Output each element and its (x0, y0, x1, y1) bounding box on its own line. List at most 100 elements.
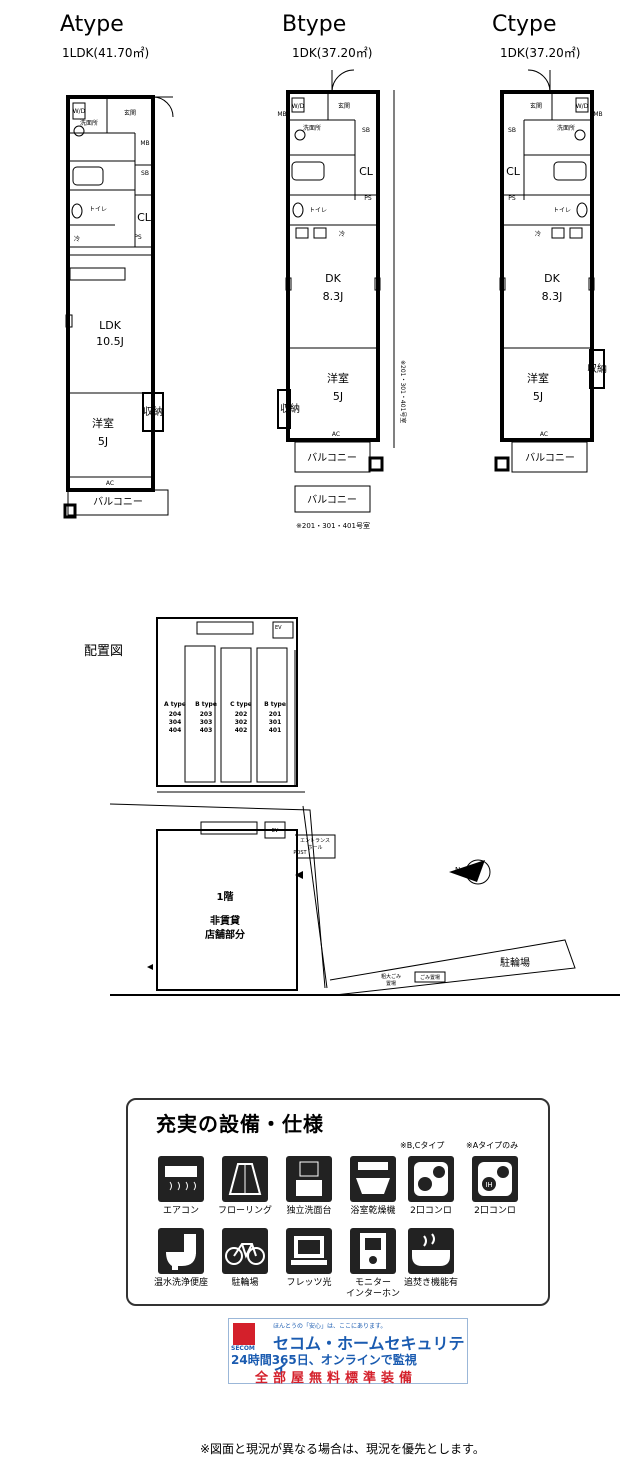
ctype-wd-label: W/D (576, 103, 589, 110)
unit-b1-room-1: 203 (200, 711, 213, 718)
ctype-title: Ctype (492, 12, 557, 37)
equip-label-bath-dryer: 浴室乾燥機 (350, 1206, 396, 1216)
btype-ps-label: PS (364, 195, 372, 202)
ctype-area: 1DK(37.20㎡) (500, 46, 581, 60)
secom-logo: SECOM (231, 1345, 255, 1352)
ctype-shuno-label: 収納 (587, 362, 607, 375)
equip-label-intercom: モニター インターホン (338, 1278, 408, 1300)
equipment-title: 充実の設備・仕様 (156, 1112, 324, 1136)
secom-banner: SECOM ほんとうの「安心」は、ここにあります。 セコム・ホームセキュリティ … (228, 1318, 468, 1386)
btype-ac-label: AC (332, 431, 340, 438)
aircon-icon (158, 1156, 204, 1202)
entrance-label-2: ホール (307, 845, 322, 851)
atype-ac-label: AC (106, 480, 114, 487)
unit-a-room-3: 404 (169, 727, 182, 734)
unit-c-type: C type (230, 701, 252, 708)
btype-title: Btype (282, 12, 347, 37)
btype-cl-label: CL (359, 165, 374, 178)
secom-subtitle: 24時間365日、オンラインで監視 (231, 1353, 417, 1367)
north-arrow-label: N (455, 866, 460, 874)
ih-label: IH (485, 1181, 492, 1189)
entrance-label-1: エントランス (300, 838, 330, 844)
large-garbage-label-1: 粗大ごみ (381, 973, 401, 980)
equip-label-aircon: エアコン (162, 1206, 199, 1216)
btype-dk-label: DK (325, 272, 341, 285)
unit-a-type: A type (164, 701, 186, 708)
atype-ldk-size: 10.5J (96, 335, 124, 348)
unit-b2-room-3: 401 (269, 727, 282, 734)
floor1-label: 1階 (217, 890, 234, 903)
ctype-dk-label: DK (544, 272, 560, 285)
stove-2-icon (408, 1156, 454, 1202)
ctype-yoshitsu-label: 洋室 (527, 371, 549, 385)
atype-title: Atype (60, 12, 124, 37)
atype-yoshitsu-label: 洋室 (92, 416, 114, 430)
btype-yoshitsu-label: 洋室 (327, 371, 349, 385)
btype-reizo-label: 冷 (339, 230, 345, 238)
equip-label-fiber: フレッツ光 (286, 1278, 332, 1288)
atype-shuno-label: 収納 (143, 405, 163, 418)
btype-toilet-label: トイレ (309, 207, 327, 214)
equip-label-bicycle: 駐輪場 (231, 1278, 259, 1288)
garbage-label: ごみ置場 (420, 974, 440, 981)
ctype-dk-size: 8.3J (542, 290, 563, 303)
btype-note-bottom: ※201・301・401号室 (296, 521, 370, 530)
reheat-bath-icon (408, 1228, 454, 1274)
equipment-panel: 充実の設備・仕様 ※B,Cタイプ ※Aタイプのみ IH エアコン フローリング … (126, 1098, 550, 1306)
secom-logo-mark (233, 1323, 255, 1345)
footer-disclaimer: ※図面と現況が異なる場合は、現況を優先とします。 (200, 1442, 485, 1456)
bicycle-icon (222, 1228, 268, 1274)
unit-b1-type: B type (195, 701, 217, 708)
bath-dryer-icon (350, 1156, 396, 1202)
bike-parking-label: 駐輪場 (500, 956, 530, 969)
ctype-reizo-label: 冷 (535, 230, 541, 238)
ctype-ps-label: PS (508, 195, 516, 202)
secom-tagline: ほんとうの「安心」は、ここにあります。 (273, 1323, 387, 1330)
unit-c-room-2: 302 (235, 719, 248, 726)
unit-a-room-1: 204 (169, 711, 182, 718)
unit-a-room-2: 304 (169, 719, 182, 726)
equip-label-flooring: フローリング (217, 1206, 272, 1216)
atype-senmen-label: 洗面所 (80, 119, 98, 127)
unit-b2-room-2: 301 (269, 719, 282, 726)
btype-balcony-label: バルコニー (307, 452, 357, 464)
secom-standard: 全部屋無料標準装備 (255, 1371, 418, 1386)
note-a-type: ※Aタイプのみ (466, 1141, 519, 1150)
btype-yoshitsu-size: 5J (333, 390, 343, 403)
post-label: POST (293, 850, 307, 856)
ctype-toilet-label: トイレ (553, 207, 571, 214)
equip-label-intercom-line2: インターホン (345, 1289, 400, 1299)
atype-toilet-label: トイレ (89, 206, 107, 213)
ctype-mb-label: MB (593, 111, 602, 118)
washlet-icon (158, 1228, 204, 1274)
store-label-1: 非賃貸 (210, 914, 240, 927)
unit-b2-room-1: 201 (269, 711, 282, 718)
atype-cl-label: CL (137, 211, 152, 224)
btype-sb-label: SB (362, 127, 370, 134)
unit-b1-room-2: 303 (200, 719, 213, 726)
ctype-cl-label: CL (506, 165, 521, 178)
btype-dk-size: 8.3J (323, 290, 344, 303)
unit-b1-room-3: 403 (200, 727, 213, 734)
atype-floorplan: 玄関 洗面所 MB SB トイレ PS W/D 冷 AC CL LDK 10.5… (63, 95, 174, 519)
btype-floorplan: 玄関 洗面所 MB SB トイレ PS W/D 冷 AC CL DK 8.3J … (277, 69, 407, 530)
equip-label-stove-a: 2口コンロ (474, 1206, 516, 1216)
btype-note-vertical: ※201・301・401号室 (399, 360, 407, 423)
btype-balcony-label-2: バルコニー (307, 494, 357, 506)
equip-label-washlet: 温水洗浄便座 (153, 1278, 208, 1288)
btype-wd-label: W/D (292, 103, 305, 110)
btype-genkan-label: 玄関 (338, 102, 350, 110)
site-plan: N EV A type 204 304 404 B type 203 303 4… (109, 617, 620, 996)
ctype-balcony-label: バルコニー (525, 452, 575, 464)
equip-label-intercom-line1: モニター (354, 1278, 391, 1288)
intercom-icon (350, 1228, 396, 1274)
atype-genkan-label: 玄関 (124, 109, 136, 117)
site-plan-title: 配置図 (84, 644, 124, 659)
atype-reizo-label: 冷 (74, 235, 80, 243)
atype-mb-label: MB (140, 140, 149, 147)
btype-mb-label: MB (277, 111, 286, 118)
atype-ps-label: PS (134, 234, 142, 241)
unit-c-room-3: 402 (235, 727, 248, 734)
ctype-ac-label: AC (540, 431, 548, 438)
ctype-genkan-label: 玄関 (530, 102, 542, 110)
